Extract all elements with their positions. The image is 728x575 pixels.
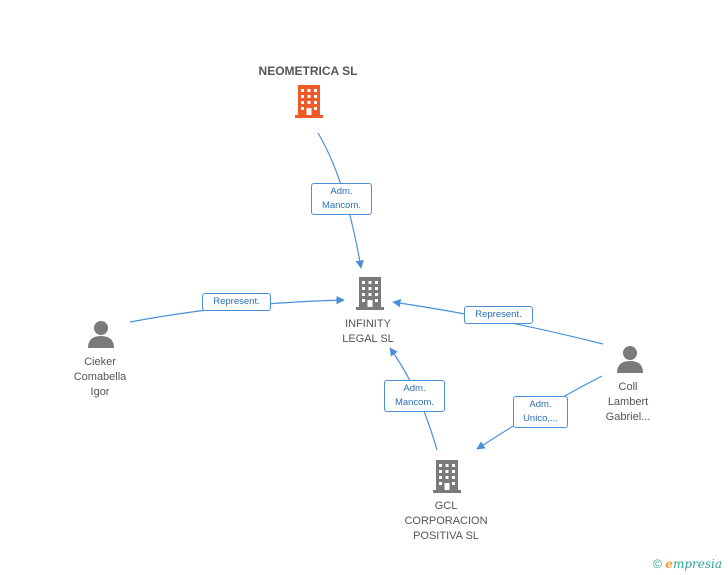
person-icon[interactable] <box>617 346 643 373</box>
node-label-gcl[interactable]: GCL CORPORACION POSITIVA SL <box>404 500 488 542</box>
edge-label-gcl-infinity: Adm. Mancom. <box>384 380 445 412</box>
node-label-infinity[interactable]: INFINITY LEGAL SL <box>342 318 394 345</box>
building-icon[interactable] <box>356 277 384 310</box>
copyright-icon: © <box>653 557 662 571</box>
node-label-neometrica[interactable]: NEOMETRICA SL <box>258 64 358 78</box>
node-label-cieker[interactable]: Cieker Comabella Igor <box>73 356 127 398</box>
edge-label-neometrica-infinity: Adm. Mancom. <box>311 183 372 215</box>
node-label-coll[interactable]: Coll Lambert Gabriel... <box>605 381 651 423</box>
edge-label-coll-gcl: Adm. Unico,... <box>513 396 568 428</box>
brand-name: empresia <box>665 557 722 571</box>
building-icon[interactable] <box>433 460 461 493</box>
edge-label-coll-infinity: Represent. <box>464 306 533 324</box>
person-icon[interactable] <box>88 321 114 348</box>
empresia-logo[interactable]: © empresia <box>653 557 722 571</box>
edge-label-cieker-infinity: Represent. <box>202 293 271 311</box>
building-icon[interactable] <box>295 85 323 118</box>
